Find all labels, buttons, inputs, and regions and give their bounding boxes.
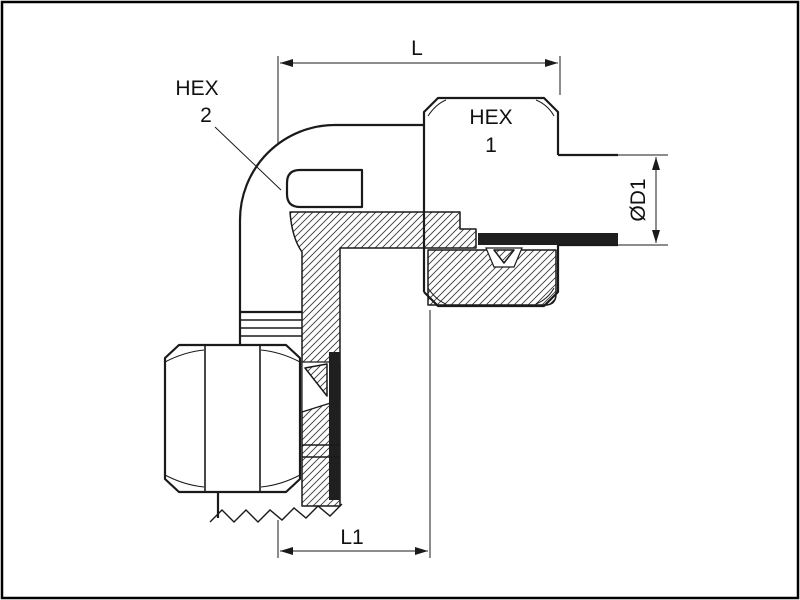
arrowhead-left	[280, 59, 293, 67]
hex2-flat-edge	[285, 168, 364, 209]
nut-chamfer-arc	[260, 474, 301, 488]
dim-label-tube-diameter: ØD1	[627, 178, 650, 221]
nut-chamfer-arc	[427, 99, 447, 117]
hex2-leader-line	[214, 126, 282, 191]
dim-label-overall-length: L	[411, 37, 423, 60]
hex2-label-number: 2	[200, 104, 212, 127]
hex1-label-word: HEX	[469, 106, 512, 129]
arrowhead-bottom	[652, 230, 660, 243]
top-dimension: L	[277, 37, 561, 143]
nut-chamfer-arc	[164, 349, 205, 363]
hex1-nut: HEX 1	[422, 96, 560, 308]
nut-chamfer-arc	[535, 99, 555, 117]
bottom-dimension: L1	[277, 310, 431, 558]
arrowhead-right	[545, 59, 558, 67]
elbow-body-outline	[238, 123, 424, 345]
tube-wall-section-bottom	[329, 352, 340, 500]
diameter-dimension: ØD1	[618, 154, 668, 246]
nut-chamfer-arc	[427, 287, 447, 305]
nut-chamfer-arc	[164, 474, 205, 488]
nut-chamfer-arc	[535, 287, 555, 305]
arrowhead-top	[652, 157, 660, 170]
ferrule-hatch-bottom	[304, 363, 328, 397]
arrowhead-left	[280, 547, 293, 555]
nut-chamfer-arc	[260, 349, 301, 363]
tube-wall-section	[478, 233, 618, 245]
tube-right	[478, 153, 618, 268]
hex2-label-word: HEX	[175, 77, 218, 100]
arrowhead-right	[415, 547, 428, 555]
ferrule-hatch-right	[493, 249, 515, 264]
hex1-label-number: 1	[485, 134, 497, 157]
bottom-tube	[209, 492, 343, 523]
bottom-nut	[163, 343, 341, 500]
tube-break-line	[209, 503, 343, 523]
dim-label-branch-length: L1	[340, 526, 363, 549]
hex2-callout: HEX 2	[175, 77, 282, 191]
